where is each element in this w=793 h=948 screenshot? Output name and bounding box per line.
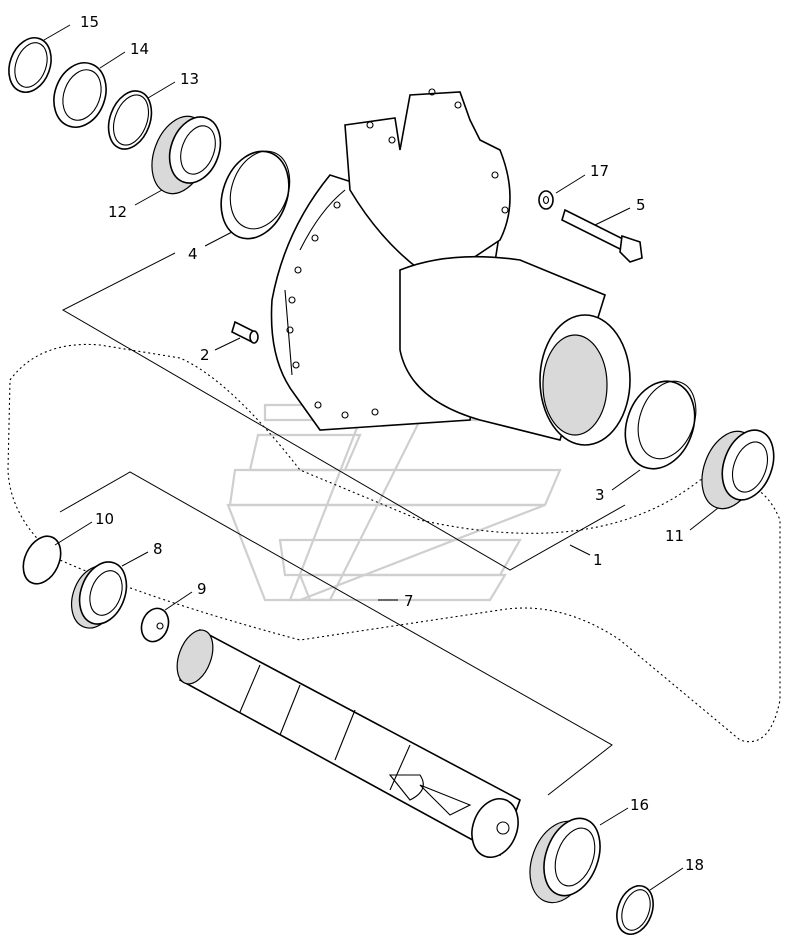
bearing-cup-4 — [220, 150, 291, 240]
label-2: 2 — [200, 346, 210, 364]
label-18: 18 — [685, 856, 704, 874]
axle-housing — [270, 88, 631, 446]
snap-ring-18 — [616, 884, 654, 936]
cap-9 — [140, 607, 170, 643]
label-7: 7 — [404, 592, 414, 610]
seal-14 — [53, 62, 107, 128]
label-17: 17 — [590, 162, 609, 180]
group-bracket-7 — [59, 471, 613, 796]
label-11: 11 — [665, 527, 684, 545]
part-labels: 15 14 13 12 4 17 5 2 3 11 1 10 8 9 7 16 … — [80, 13, 704, 874]
label-3: 3 — [595, 486, 605, 504]
dowel-pin-2 — [231, 320, 259, 344]
label-10: 10 — [95, 510, 114, 528]
seal-8 — [71, 561, 128, 629]
o-ring-10 — [22, 535, 62, 585]
label-8: 8 — [153, 540, 163, 558]
group-bracket-1 — [61, 252, 626, 571]
label-12: 12 — [108, 203, 127, 221]
label-14: 14 — [130, 40, 149, 58]
bearing-11 — [701, 429, 775, 510]
bearing-cup-3 — [624, 380, 697, 470]
ring-13 — [107, 90, 153, 150]
bolt-5 — [561, 208, 643, 263]
washer-17 — [538, 190, 554, 210]
label-1: 1 — [593, 551, 603, 569]
snap-ring-15 — [8, 37, 52, 93]
label-9: 9 — [197, 580, 207, 598]
bearing-12 — [151, 115, 222, 195]
leader-lines — [43, 24, 719, 891]
axle-shaft-7 — [176, 628, 521, 858]
label-15: 15 — [80, 13, 99, 31]
label-13: 13 — [180, 70, 199, 88]
label-5: 5 — [636, 196, 646, 214]
seal-16 — [529, 817, 601, 904]
label-4: 4 — [188, 245, 198, 263]
label-16: 16 — [630, 796, 649, 814]
